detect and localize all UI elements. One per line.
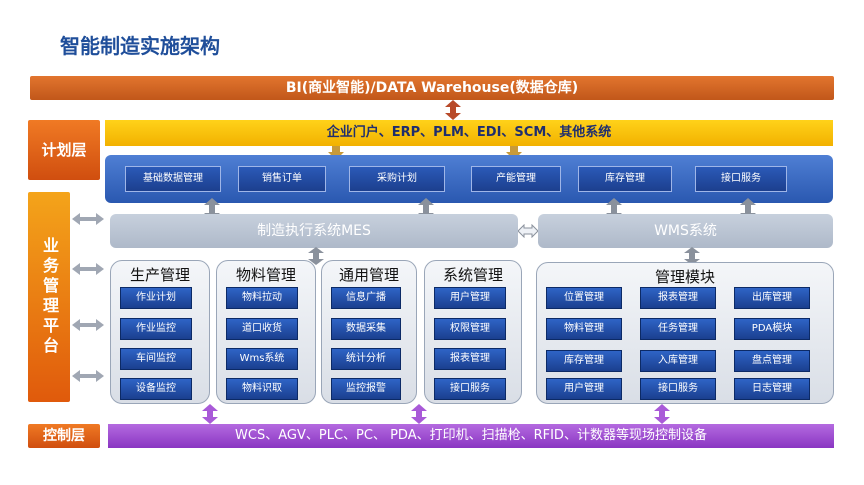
btn-material-2[interactable]: Wms系统 — [226, 348, 298, 370]
module-wms-title: 管理模块 — [654, 268, 715, 286]
btn-wms-9[interactable]: 用户管理 — [546, 378, 622, 400]
btn-wms-4[interactable]: 任务管理 — [640, 318, 716, 340]
control-layer-label: 控制层 — [28, 424, 100, 448]
btn-wms-7[interactable]: 入库管理 — [640, 350, 716, 372]
wms-bar: WMS系统 — [538, 214, 833, 248]
updown-arrow-icon — [308, 247, 324, 265]
btn-general-2[interactable]: 统计分析 — [331, 348, 401, 370]
plan-layer-label: 计划层 — [28, 120, 100, 180]
page-title: 智能制造实施架构 — [60, 34, 220, 58]
module-general-title: 通用管理 — [338, 266, 399, 284]
btn-material-3[interactable]: 物料识取 — [226, 378, 298, 400]
down-arrow-icon — [506, 146, 522, 160]
chip-capacity[interactable]: 产能管理 — [471, 166, 561, 192]
btn-system-1[interactable]: 权限管理 — [434, 318, 506, 340]
btn-wms-2[interactable]: 出库管理 — [734, 287, 810, 309]
btn-system-3[interactable]: 接口服务 — [434, 378, 506, 400]
bi-bar: BI(商业智能)/DATA Warehouse(数据仓库) — [30, 76, 834, 100]
portal-bar: 企业门户、ERP、PLM、EDI、SCM、其他系统 — [105, 120, 833, 146]
btn-wms-5[interactable]: PDA模块 — [734, 318, 810, 340]
module-system-title: 系统管理 — [442, 266, 503, 284]
chip-interface[interactable]: 接口服务 — [695, 166, 787, 192]
control-bar: WCS、AGV、PLC、PC、 PDA、打印机、扫描枪、RFID、计数器等现场控… — [108, 424, 834, 448]
module-material-title: 物料管理 — [235, 266, 296, 284]
chip-purchase-plan[interactable]: 采购计划 — [349, 166, 445, 192]
btn-wms-0[interactable]: 位置管理 — [546, 287, 622, 309]
btn-general-0[interactable]: 信息广播 — [331, 287, 401, 309]
leftright-arrow-icon — [518, 224, 538, 238]
btn-wms-11[interactable]: 日志管理 — [734, 378, 810, 400]
updown-arrow-icon — [411, 404, 427, 424]
btn-general-1[interactable]: 数据采集 — [331, 318, 401, 340]
btn-production-3[interactable]: 设备监控 — [120, 378, 192, 400]
mes-bar: 制造执行系统MES — [110, 214, 518, 248]
chip-sales-order[interactable]: 销售订单 — [238, 166, 326, 192]
btn-general-3[interactable]: 监控报警 — [331, 378, 401, 400]
btn-system-2[interactable]: 报表管理 — [434, 348, 506, 370]
btn-wms-10[interactable]: 接口服务 — [640, 378, 716, 400]
btn-production-0[interactable]: 作业计划 — [120, 287, 192, 309]
updown-arrow-icon — [654, 404, 670, 424]
btn-material-0[interactable]: 物料拉动 — [226, 287, 298, 309]
module-production-title: 生产管理 — [129, 266, 190, 284]
down-arrow-icon — [328, 146, 344, 160]
chip-basic-data[interactable]: 基础数据管理 — [125, 166, 221, 192]
side-arrows-icon — [72, 213, 104, 382]
updown-arrow-icon — [684, 247, 700, 265]
updown-arrow-icon — [202, 404, 218, 424]
chip-inventory[interactable]: 库存管理 — [578, 166, 672, 192]
btn-wms-8[interactable]: 盘点管理 — [734, 350, 810, 372]
btn-wms-6[interactable]: 库存管理 — [546, 350, 622, 372]
btn-system-0[interactable]: 用户管理 — [434, 287, 506, 309]
updown-arrow-icon — [445, 100, 461, 120]
btn-material-1[interactable]: 道口收货 — [226, 318, 298, 340]
business-layer-label: 业务管理平台 — [40, 237, 59, 357]
btn-wms-1[interactable]: 报表管理 — [640, 287, 716, 309]
btn-production-2[interactable]: 车间监控 — [120, 348, 192, 370]
btn-wms-3[interactable]: 物料管理 — [546, 318, 622, 340]
btn-production-1[interactable]: 作业监控 — [120, 318, 192, 340]
